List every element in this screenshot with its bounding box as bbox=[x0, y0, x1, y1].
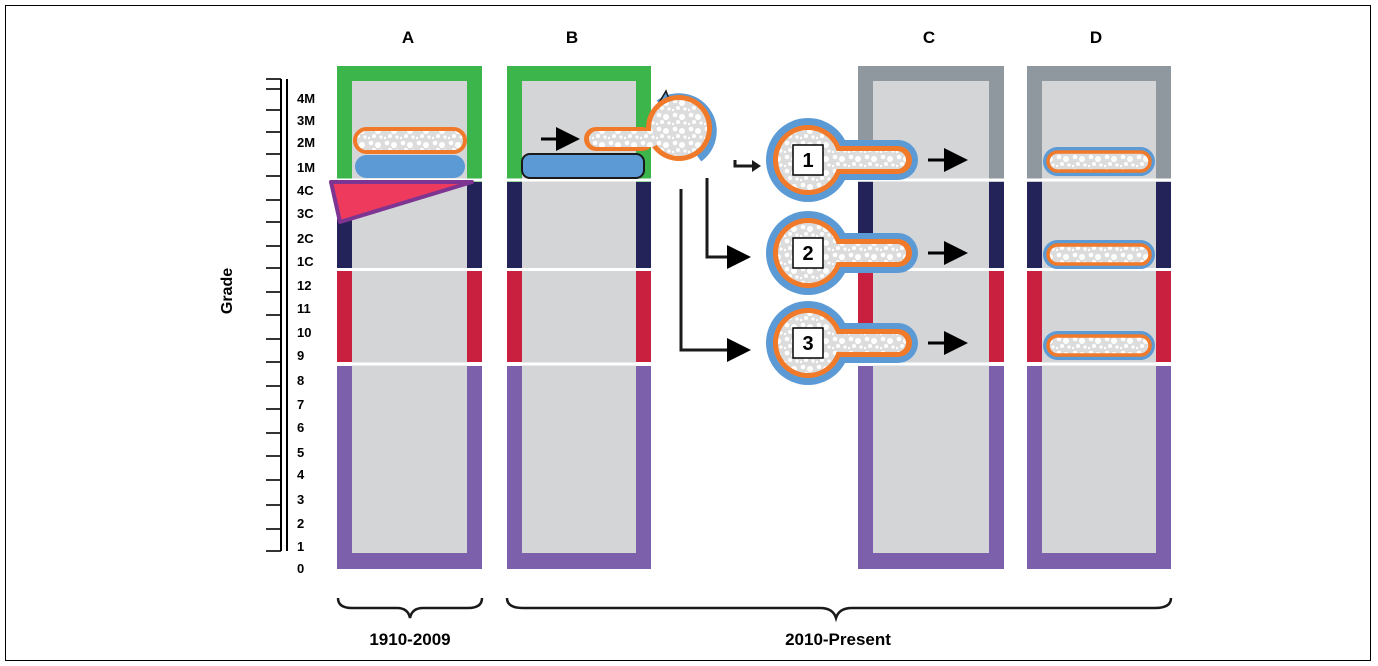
grade-axis-title: Grade bbox=[219, 268, 236, 314]
grade-tick-label: 9 bbox=[297, 348, 304, 363]
grade-tick-label: 6 bbox=[297, 420, 304, 435]
period-brace-first bbox=[336, 597, 484, 619]
capsule-masters bbox=[1043, 147, 1155, 176]
grade-tick-label: 5 bbox=[297, 445, 304, 460]
column-a bbox=[329, 66, 482, 569]
grade-tick-label: 3M bbox=[297, 113, 315, 128]
grade-tick-label: 3 bbox=[297, 492, 304, 507]
figure-frame bbox=[5, 5, 1371, 661]
pathway-2: 2 bbox=[766, 211, 968, 295]
grade-entry-wedge bbox=[329, 180, 474, 224]
column-b-label: B bbox=[566, 28, 578, 47]
grade-tick-label: 2M bbox=[297, 135, 315, 150]
column-a-label: A bbox=[402, 28, 414, 47]
grade-tick-label: 10 bbox=[297, 325, 311, 340]
column-b bbox=[507, 66, 717, 569]
grade-tick-label: 4C bbox=[297, 183, 314, 198]
column-d bbox=[1027, 66, 1171, 569]
capsule-college bbox=[1043, 240, 1155, 269]
column-c-label: C bbox=[923, 28, 935, 47]
grade-tick-label: 3C bbox=[297, 206, 314, 221]
grade-tick-label: 1M bbox=[297, 160, 315, 175]
pathway-3-number: 3 bbox=[802, 333, 813, 355]
grade-tick-label: 11 bbox=[297, 301, 311, 316]
grade-tick-label: 8 bbox=[297, 373, 304, 388]
grade-tick-label: 2 bbox=[297, 516, 304, 531]
grade-tick-label: 1 bbox=[297, 539, 304, 554]
grade-tick-label: 4M bbox=[297, 91, 315, 106]
pathway-3: 3 bbox=[766, 301, 968, 385]
pathway-1-number: 1 bbox=[802, 150, 813, 172]
period-first-label: 1910-2009 bbox=[369, 630, 450, 649]
masters-capsule bbox=[353, 127, 467, 154]
grade-tick-label: 4 bbox=[297, 467, 305, 482]
branch-connectors bbox=[679, 160, 761, 362]
grade-tick-label: 2C bbox=[297, 231, 314, 246]
capsule-high-school bbox=[1043, 331, 1155, 360]
period-brace-second bbox=[505, 597, 1173, 623]
grade-tick-label: 0 bbox=[297, 561, 304, 576]
column-d-label: D bbox=[1090, 28, 1102, 47]
merged-pathway-shape bbox=[584, 95, 712, 161]
college-capsule bbox=[521, 153, 645, 179]
grade-tick-label: 12 bbox=[297, 278, 311, 293]
grade-tick-label: 7 bbox=[297, 397, 304, 412]
pathway-2-number: 2 bbox=[802, 243, 813, 265]
period-second-label: 2010-Present bbox=[785, 630, 891, 649]
pathway-1: 1 bbox=[766, 118, 968, 202]
college-capsule bbox=[355, 155, 465, 178]
grade-tick-label: 1C bbox=[297, 254, 314, 269]
